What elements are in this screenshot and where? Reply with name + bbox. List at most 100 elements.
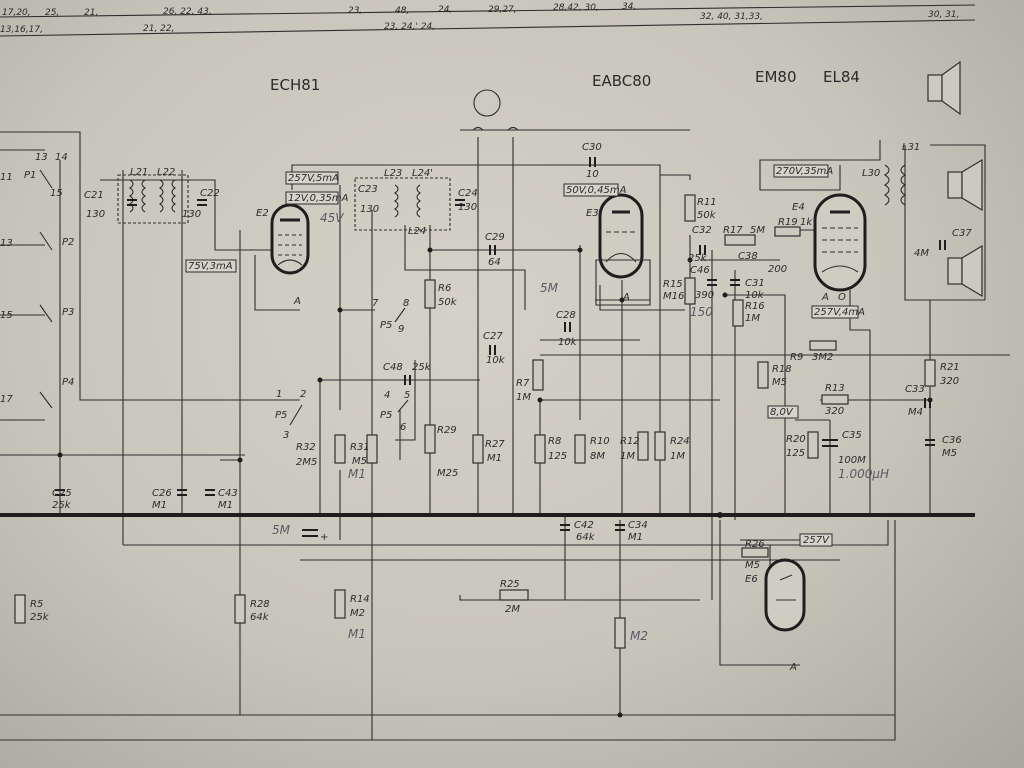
switch-arm: [289, 404, 303, 426]
capacitor-c31: [730, 279, 740, 286]
resistor-r19: [774, 226, 801, 237]
value-r27: M1: [487, 453, 502, 464]
switch-contact: 5: [404, 390, 410, 401]
terminal-a: A: [293, 296, 301, 307]
wire: [595, 259, 651, 306]
capacitor-c43: [205, 489, 215, 496]
ref-r20: R20: [786, 434, 806, 445]
value-c30: 10: [586, 169, 599, 180]
ref-c33: C33: [905, 384, 925, 395]
value-r20: 125: [786, 448, 805, 459]
ref-r17: R17: [723, 225, 743, 236]
switch-contact: 13: [0, 238, 13, 249]
switch-contact: 8: [403, 298, 409, 309]
wire: [220, 230, 300, 715]
switch-contact: 9: [398, 324, 404, 335]
capacitor-c25: [55, 489, 65, 496]
value-r8: 125: [548, 451, 567, 462]
header-ref: 24,: [438, 5, 452, 15]
header-ref: 30, 31,: [928, 10, 960, 20]
ref-r32: R32: [296, 442, 316, 453]
switch-contact: 15: [0, 310, 13, 321]
antenna-connector: [472, 89, 519, 131]
r20-voltage: 8,0V: [770, 407, 794, 418]
header-ref: 21, 22,: [143, 24, 175, 34]
tube-title-ech81: ECH81: [270, 76, 320, 94]
coil-l22: [159, 179, 164, 213]
value-r10: 8M: [590, 451, 605, 462]
switch-label: P5: [380, 320, 392, 331]
header-ref: 23, 24,' 24,: [384, 22, 435, 32]
tube-title-eabc80: EABC80: [592, 72, 651, 90]
resistor-r6: [424, 279, 436, 309]
junction-dot: [577, 247, 583, 253]
coil-l30: [883, 164, 890, 206]
value-r24: 1M: [670, 451, 685, 462]
ref-l24p: L24': [412, 168, 433, 179]
junction-dot: [317, 377, 323, 383]
ref-r5: R5: [30, 599, 43, 610]
wire: [395, 360, 416, 460]
speaker-1: [927, 60, 961, 116]
value-r13: 320: [825, 406, 844, 417]
wire: [660, 174, 736, 600]
if-can: [117, 174, 189, 224]
value-r18: M5: [772, 377, 787, 388]
ref-c37: C37: [952, 228, 972, 239]
junction-dot: [617, 712, 623, 718]
wire: [123, 520, 889, 546]
wire: [579, 245, 685, 420]
ref-r29: R29: [437, 425, 457, 436]
ref-c27: C27: [483, 331, 503, 342]
header-ref: 32, 40, 31,33,: [700, 12, 763, 22]
resistor-r10: [574, 434, 586, 464]
antenna-socket: [472, 126, 519, 131]
header-line-2: [0, 19, 976, 37]
resistors: [14, 194, 936, 649]
value-c36: M5: [942, 448, 957, 459]
value-c27: 10k: [486, 355, 506, 366]
value-r21: 320: [940, 376, 959, 387]
speaker-cone: [961, 244, 983, 298]
ref-c46: C46: [690, 265, 710, 276]
ref-c32: C32: [692, 225, 712, 236]
value-c43: M1: [218, 500, 233, 511]
coil-l24: [416, 184, 421, 218]
value-c42: 64k: [576, 532, 596, 543]
ref-c22: C22: [200, 188, 220, 199]
switch-contact: 15: [50, 188, 63, 199]
ref-l23: L23: [384, 168, 402, 179]
resistor-r27: [472, 434, 484, 464]
wire: [319, 185, 480, 515]
ref-r13: R13: [825, 383, 845, 394]
ref-c48: C48: [383, 362, 403, 373]
ref-l31: L31: [902, 142, 920, 153]
tube-e6: [764, 558, 806, 632]
tube-title-el84: EL84: [823, 68, 860, 86]
value-r7: 1M: [516, 392, 531, 403]
wire: [795, 419, 831, 515]
value-c23: 130: [360, 204, 379, 215]
terminal-a: A: [622, 292, 630, 303]
ref-r11: R11: [697, 197, 717, 208]
value-r9: 3M2: [812, 352, 833, 363]
pen-note: M1: [348, 467, 366, 481]
value-c37: 4M: [914, 248, 929, 259]
e4-anode-voltage: 270V,35mA: [776, 166, 833, 177]
ref-r26: R26: [745, 539, 765, 550]
value-r25: 2M: [505, 604, 520, 615]
capacitor-c24: [455, 199, 465, 206]
tube-e4: [813, 193, 867, 292]
capacitor-c48: [404, 375, 411, 385]
value-c33: M4: [908, 407, 923, 418]
capacitor-c26: [177, 489, 187, 496]
resistor-r28: [234, 594, 246, 624]
ref-c42: C42: [574, 520, 594, 531]
coil-l23: [394, 184, 399, 218]
terminal-o: O: [838, 292, 846, 303]
value-c48: 25k: [412, 362, 432, 373]
potentiometer-r16: [732, 299, 744, 327]
capacitor-c29: [489, 245, 496, 255]
label-box: [799, 533, 833, 547]
